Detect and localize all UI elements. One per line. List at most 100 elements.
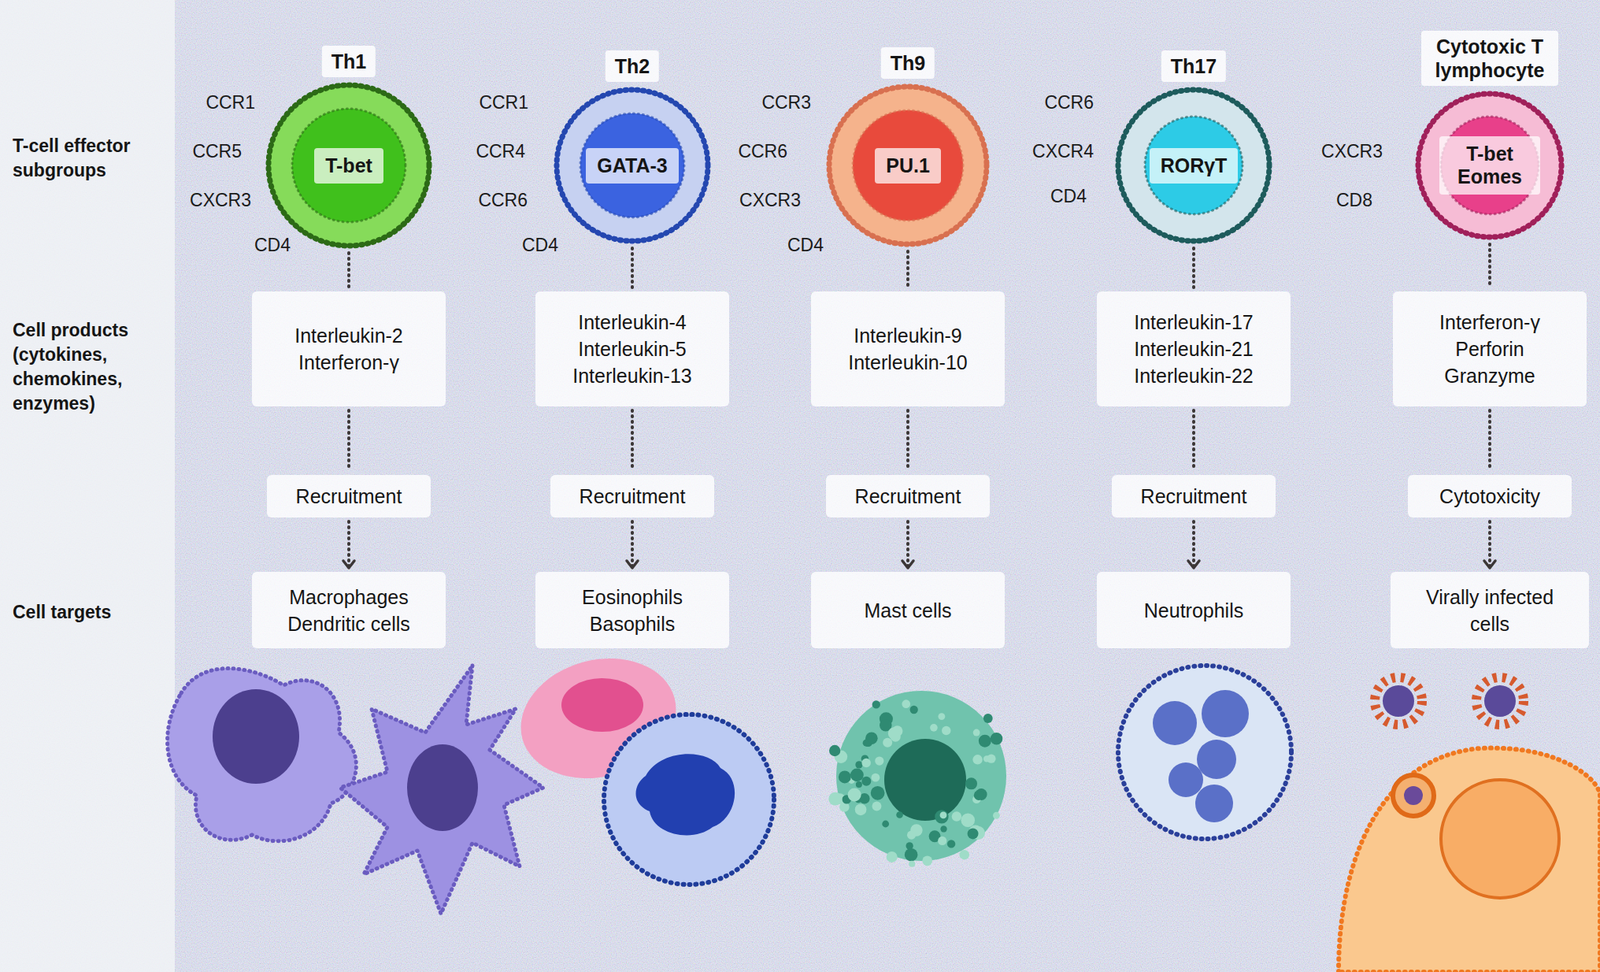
surface-marker: CXCR4 xyxy=(1032,140,1094,163)
dotted-line xyxy=(1488,244,1492,288)
cell-nucleus xyxy=(580,113,685,218)
row-label: Cell products (cytokines, chemokines, en… xyxy=(12,318,171,416)
transcription-factor: GATA-3 xyxy=(596,154,667,178)
neutrophil-lobe xyxy=(1168,762,1204,797)
mast-cell-granule xyxy=(986,753,996,763)
dotted-line xyxy=(906,251,910,288)
surface-marker: CCR6 xyxy=(1044,91,1094,114)
cell-rim xyxy=(1418,93,1562,238)
mast-cell-granule xyxy=(983,713,993,723)
mast-cell-granule xyxy=(978,734,992,748)
dotted-line xyxy=(347,252,351,288)
infected-cell-nucleus xyxy=(1440,779,1560,898)
action-box: Recruitment xyxy=(825,474,990,518)
nucleus-rim xyxy=(852,110,963,221)
viral-bud xyxy=(1392,774,1434,816)
surface-marker: CCR6 xyxy=(477,188,528,212)
surface-marker: CCR5 xyxy=(192,140,242,163)
connector xyxy=(348,252,350,288)
mast-cell-granule xyxy=(874,755,884,765)
connector xyxy=(1484,521,1496,568)
dotted-line xyxy=(347,410,351,471)
dotted-line xyxy=(347,521,351,568)
virus-core xyxy=(1382,685,1415,717)
neutrophil-lobe xyxy=(1201,689,1249,738)
arrow-head xyxy=(343,560,355,568)
dendritic-cell-body xyxy=(340,665,544,914)
viral-bud-core xyxy=(1403,785,1423,805)
product-box: Interleukin-9Interleukin-10 xyxy=(811,291,1005,407)
mast-cell-granule xyxy=(848,787,862,801)
box-text: Interleukin-10 xyxy=(848,348,967,376)
mast-cell-granule xyxy=(886,851,898,863)
mast-cell-granule xyxy=(888,727,900,740)
surface-marker: CD8 xyxy=(1336,188,1373,212)
surface-marker: CXCR3 xyxy=(739,188,801,212)
t-cell: Th17RORγT xyxy=(1114,86,1273,245)
action-box: Cytotoxicity xyxy=(1407,474,1572,518)
box-text: Interleukin-5 xyxy=(577,335,687,363)
mast-cell-body xyxy=(836,690,1007,861)
box-text: Interleukin-9 xyxy=(853,322,963,349)
box-text: Interleukin-22 xyxy=(1133,362,1253,389)
box-text: Cytotoxicity xyxy=(1439,482,1541,510)
box-text: Interleukin-4 xyxy=(577,308,687,336)
mast-cell-granule xyxy=(861,758,871,767)
connector xyxy=(1193,410,1195,471)
t-cell: Th9PU.1 xyxy=(825,83,990,248)
box-text: Interferon-γ xyxy=(1439,308,1541,336)
mast-cell-granule xyxy=(940,811,948,819)
neutrophil-lobe xyxy=(1152,700,1197,745)
mast-cell-granule xyxy=(862,739,871,747)
mast-cell-nucleus xyxy=(884,738,967,821)
dotted-line xyxy=(906,410,910,471)
dotted-line xyxy=(906,521,910,568)
cell-rim xyxy=(829,86,987,245)
mast-cell-granule xyxy=(934,809,949,823)
eosinophil-nucleus xyxy=(561,677,644,732)
mast-cell-granule xyxy=(882,737,893,748)
infected-cell xyxy=(1338,677,1600,972)
neutrophil-body xyxy=(1118,665,1292,839)
mast-cell-granule xyxy=(828,792,842,806)
neutrophil-lobe xyxy=(1195,784,1234,823)
connector xyxy=(1489,410,1491,471)
basophil-body xyxy=(603,714,775,885)
dotted-line xyxy=(630,248,634,288)
cell-membrane xyxy=(1418,93,1562,238)
mast-cell-granule xyxy=(871,773,881,782)
mast-cell-granule xyxy=(872,700,881,708)
mast-cell-granule xyxy=(941,725,951,735)
surface-marker: CD4 xyxy=(787,233,824,256)
macrophage-body xyxy=(167,668,357,841)
mast-cell-granule xyxy=(872,801,882,812)
mast-cell-granule xyxy=(855,781,863,788)
mast-cell-granule xyxy=(896,811,904,819)
basophil xyxy=(603,714,775,885)
cell-membrane xyxy=(1118,89,1270,241)
dotted-line xyxy=(1192,410,1196,471)
transcription-factor-box: RORγT xyxy=(1149,148,1239,184)
box-text: Virally infected cells xyxy=(1407,583,1573,638)
box-text: Basophils xyxy=(589,610,675,638)
box-text: Recruitment xyxy=(855,482,962,510)
transcription-factor: T-bet Eomes xyxy=(1450,142,1530,189)
mast-cell-granule xyxy=(947,839,956,848)
box-text: Granzyme xyxy=(1444,362,1535,389)
dotted-line xyxy=(630,521,634,568)
transcription-factor: T-bet xyxy=(325,154,373,178)
connector xyxy=(348,410,350,471)
cell-membrane xyxy=(829,86,987,245)
mast-cell-granule xyxy=(870,785,886,800)
product-box: Interleukin-17Interleukin-21Interleukin-… xyxy=(1096,291,1291,407)
connector xyxy=(902,521,914,568)
t-cell: Cytotoxic T lymphocyteT-bet Eomes xyxy=(1414,90,1565,241)
mast-cell-granule xyxy=(855,760,863,768)
dotted-line xyxy=(1192,521,1196,568)
transcription-factor: PU.1 xyxy=(885,154,930,178)
cell-heading: Cytotoxic T lymphocyte xyxy=(1421,30,1559,86)
connector xyxy=(626,521,638,568)
